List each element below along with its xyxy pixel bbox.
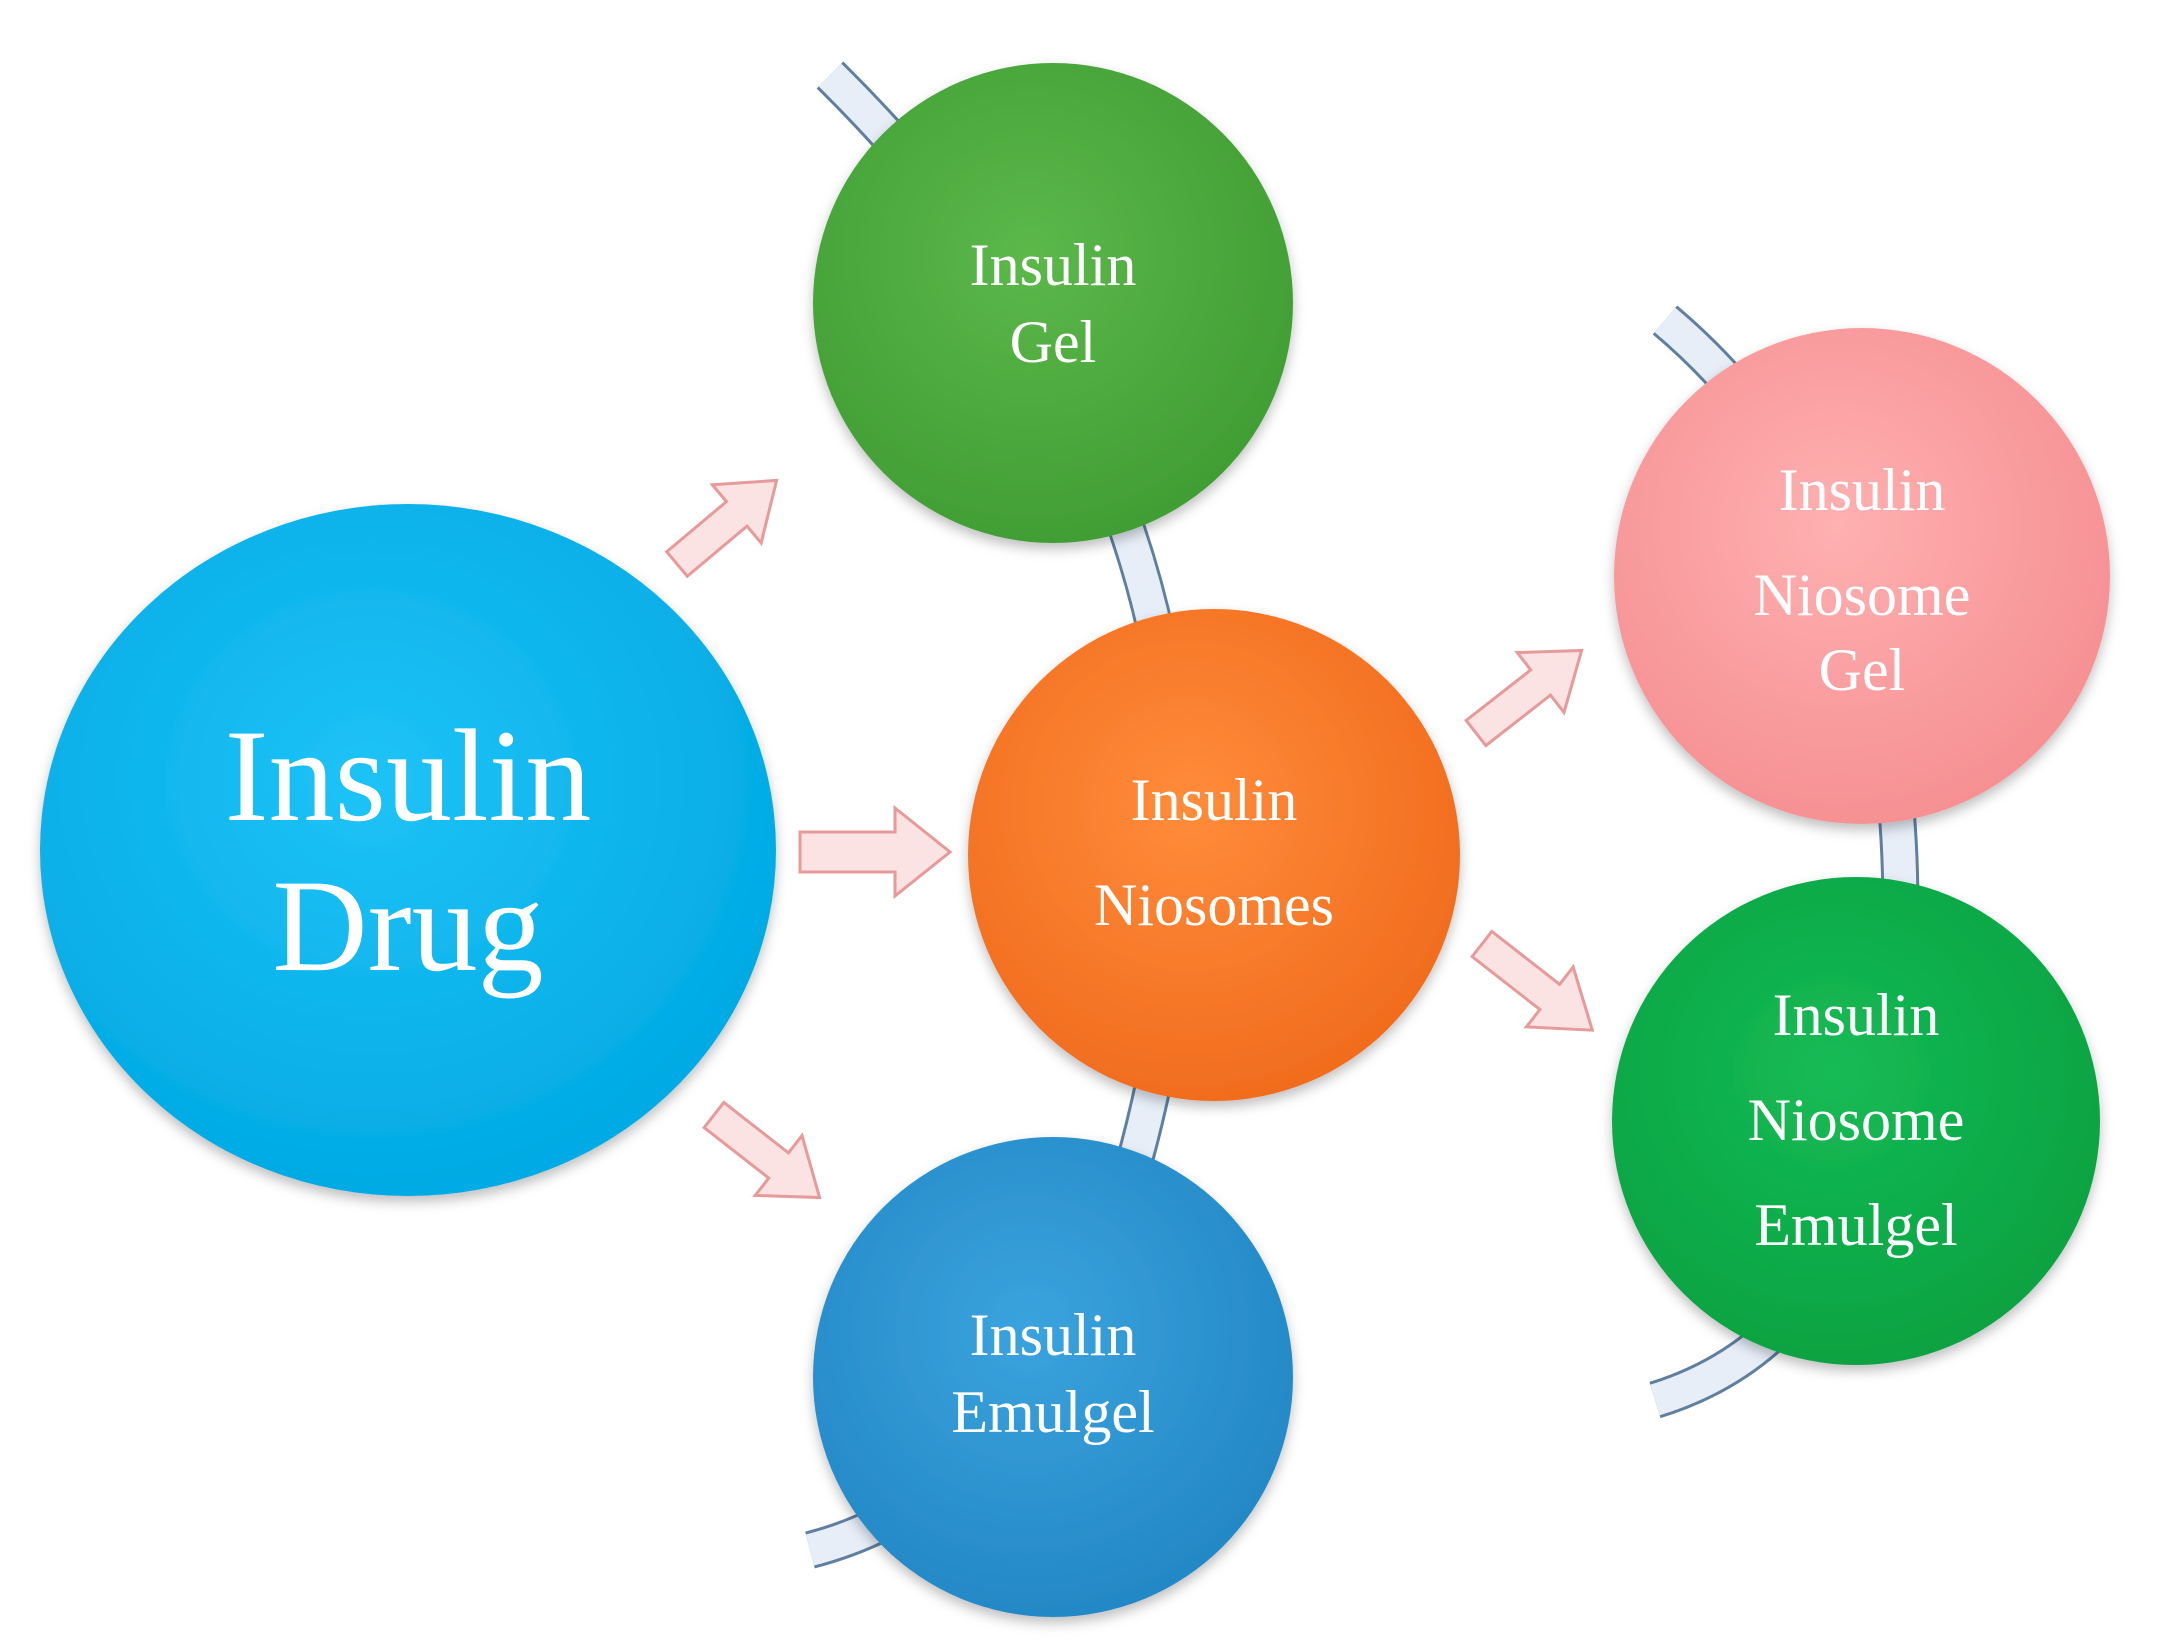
arrow-niosomes-to-niosome-emulgel: [1470, 929, 1595, 1032]
node-insulin-emulgel: Insulin Emulgel: [813, 1137, 1293, 1617]
arrow-drug-to-niosomes: [798, 804, 953, 900]
node-insulin-gel-label-line2: Gel: [1010, 309, 1097, 375]
node-insulin-emulgel-label-line2: Emulgel: [951, 1379, 1154, 1445]
arrow-drug-to-emulgel: [702, 1100, 822, 1200]
node-insulin-niosome-gel-label-line1: Insulin: [1779, 457, 1946, 523]
node-insulin-gel: Insulin Gel: [813, 63, 1293, 543]
node-insulin-drug: Insulin Drug: [40, 504, 776, 1196]
node-insulin-niosomes-label-line2: Niosomes: [1094, 872, 1334, 938]
node-insulin-niosome-gel: Insulin Niosome Gel: [1614, 328, 2110, 824]
node-insulin-niosomes-label-line1: Insulin: [1131, 767, 1298, 833]
arrow-niosomes-to-niosome-gel: [1464, 648, 1584, 748]
node-insulin-niosomes: Insulin Niosomes: [968, 609, 1460, 1101]
node-insulin-niosome-emulgel: Insulin Niosome Emulgel: [1612, 877, 2100, 1365]
arrow-drug-to-gel: [664, 478, 779, 579]
node-insulin-niosome-emulgel-label-line1: Insulin: [1773, 982, 1940, 1048]
node-insulin-emulgel-label-line1: Insulin: [970, 1302, 1137, 1368]
node-insulin-drug-label-line1: Insulin: [225, 702, 592, 849]
node-insulin-niosome-emulgel-label-line2: Niosome: [1748, 1087, 1965, 1153]
node-insulin-gel-label-line1: Insulin: [970, 232, 1137, 298]
node-insulin-niosome-emulgel-label-line3: Emulgel: [1754, 1192, 1957, 1258]
node-insulin-niosome-gel-label-line2: Niosome: [1754, 562, 1971, 628]
node-insulin-niosome-gel-label-line3: Gel: [1819, 637, 1906, 703]
node-insulin-drug-label-line2: Drug: [272, 852, 543, 999]
